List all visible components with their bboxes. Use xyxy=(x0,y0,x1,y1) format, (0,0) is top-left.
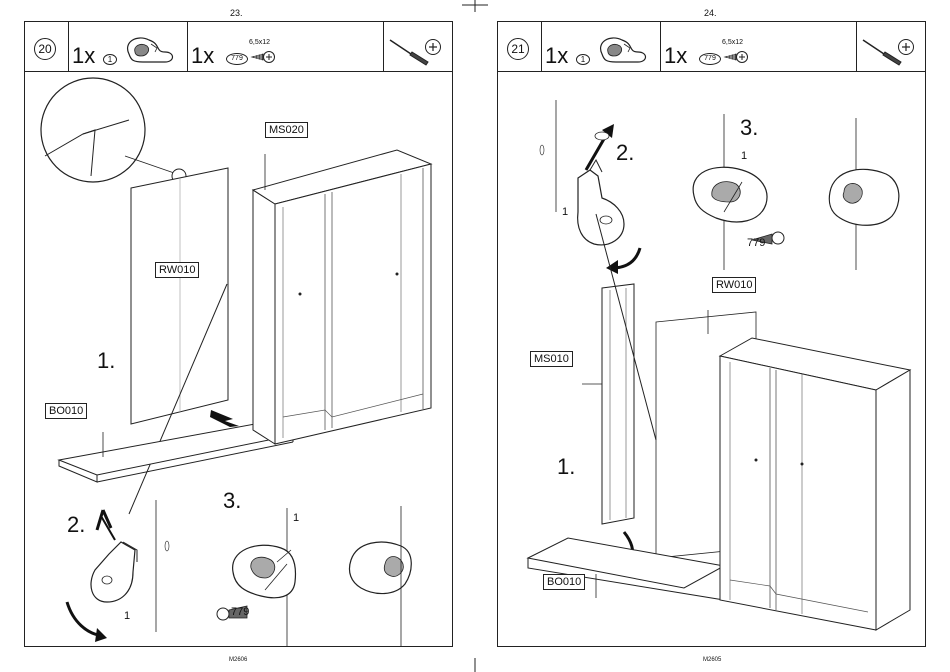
label-rw010: RW010 xyxy=(155,262,199,278)
label-bo010: BO010 xyxy=(543,574,585,590)
connector-icon xyxy=(594,32,649,68)
item-qty: 1x xyxy=(191,43,214,69)
page-number: 23. xyxy=(230,8,243,18)
part-number: 779 xyxy=(699,53,721,65)
substep-2: 2. xyxy=(67,512,85,538)
footer-code: M2606 xyxy=(229,657,247,663)
step-number: 21 xyxy=(507,38,529,60)
callout-screw: 779 xyxy=(747,237,765,249)
part-number: 1 xyxy=(103,54,117,65)
substep-3: 3. xyxy=(223,488,241,514)
part-number: 779 xyxy=(226,53,248,65)
item-qty: 1x xyxy=(72,43,95,69)
screw-icon xyxy=(251,49,275,65)
callout-part: 1 xyxy=(741,150,747,162)
step-number: 20 xyxy=(34,38,56,60)
substep-1: 1. xyxy=(557,454,575,480)
callout-part: 1 xyxy=(124,610,130,622)
screw-icon xyxy=(724,49,748,65)
phillips-head-icon xyxy=(424,38,442,56)
instruction-panel: 20 1x 1 1x 6,5x12 779 xyxy=(24,21,453,647)
callout-part: 1 xyxy=(562,206,568,218)
screw-size: 6,5x12 xyxy=(249,39,270,46)
screw-size: 6,5x12 xyxy=(722,39,743,46)
page-number: 24. xyxy=(704,8,717,18)
instruction-panel: 21 1x 1 1x 6,5x12 779 xyxy=(497,21,926,647)
assembly-illustration xyxy=(25,72,452,646)
part-number: 1 xyxy=(576,54,590,65)
item-qty: 1x xyxy=(664,43,687,69)
phillips-head-icon xyxy=(897,38,915,56)
item-qty: 1x xyxy=(545,43,568,69)
label-ms020: MS020 xyxy=(265,122,308,138)
callout-screw: 779 xyxy=(231,606,249,618)
substep-1: 1. xyxy=(97,348,115,374)
callout-part: 1 xyxy=(293,512,299,524)
label-rw010: RW010 xyxy=(712,277,756,293)
substep-3: 3. xyxy=(740,115,758,141)
footer-code: M2605 xyxy=(703,657,721,663)
connector-icon xyxy=(121,32,176,68)
label-ms010: MS010 xyxy=(530,351,573,367)
substep-2: 2. xyxy=(616,140,634,166)
label-bo010: BO010 xyxy=(45,403,87,419)
